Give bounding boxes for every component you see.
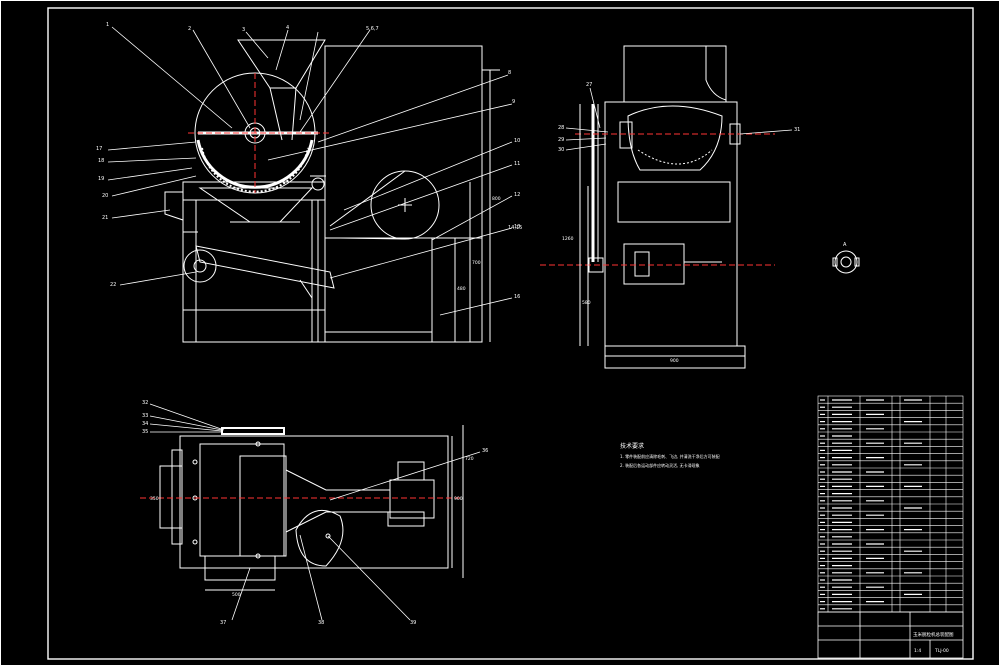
balloon-label: 18: [98, 158, 104, 164]
balloon-label: 14,15: [508, 225, 522, 231]
fan-pulley: [183, 249, 217, 283]
side-hopper: [623, 45, 727, 103]
balloon-label: 8: [508, 70, 511, 76]
side-view: [540, 45, 775, 369]
balloon-label: 27: [586, 82, 592, 88]
inner-frame: [47, 7, 974, 660]
dimension-label: 1260: [562, 236, 574, 242]
title-drawing-number: TLJ-00: [934, 648, 949, 654]
balloon-label: 28: [558, 125, 564, 131]
title-block: [817, 611, 964, 659]
notes-title: 技术要求: [620, 442, 644, 450]
dimension-label: 700: [472, 260, 481, 266]
dimension-label: 800: [492, 196, 501, 202]
balloon-label: 35: [142, 429, 148, 435]
front-housing: [324, 45, 483, 343]
balloon-label: 1: [106, 22, 109, 28]
title-drawing-name: 玉米脱粒机总装配图: [913, 631, 954, 638]
balloon-label: 21: [102, 215, 108, 221]
dimension-label: 480: [457, 286, 466, 292]
balloon-label: 37: [220, 620, 226, 626]
dimension-label: 580: [582, 300, 591, 306]
balloon-label: 36: [482, 448, 488, 454]
front-leaders: [107, 26, 513, 316]
dimension-label: 500: [232, 592, 241, 598]
balloon-label: 30: [558, 147, 564, 153]
plan-leaders: [149, 403, 481, 621]
dimension-label: 350: [150, 496, 159, 502]
balloon-label: 12: [514, 192, 520, 198]
balloon-label: 9: [512, 99, 515, 105]
balloon-label: 33: [142, 413, 148, 419]
title-scale: 1:4: [914, 648, 921, 654]
detail-label: A: [843, 242, 847, 248]
balloon-label: 5,6,7: [366, 26, 379, 32]
balloon-label: 17: [96, 146, 102, 152]
plan-balloon-labels: 32 33 34 35 36 37 38 39 720 900 350 500: [142, 400, 488, 626]
dimension-label: 900: [670, 358, 679, 364]
note-line: 2. 装配后各运动部件应转动灵活, 无卡滞现象: [620, 462, 700, 468]
balloon-label: 11: [514, 161, 520, 167]
balloon-label: 34: [142, 421, 148, 427]
balloon-label: 22: [110, 282, 116, 288]
front-view: [164, 39, 500, 343]
front-balloon-labels: 1 2 3 4 5,6,7 8 9 10 11 12 13 14,15 16 1…: [96, 22, 522, 300]
dimension-label: 900: [454, 496, 463, 502]
balloon-label: 32: [142, 400, 148, 406]
note-line: 1. 零件装配前应清除毛刺、飞边, 并清洗干净后方可装配: [620, 453, 720, 459]
balloon-label: 31: [794, 127, 800, 133]
balloon-label: 10: [514, 138, 520, 144]
balloon-label: 13: [514, 224, 520, 230]
plan-outline: [179, 435, 449, 569]
parts-list: [817, 395, 964, 613]
technical-notes: 技术要求 1. 零件装配前应清除毛刺、飞边, 并清洗干净后方可装配 2. 装配后…: [620, 442, 720, 468]
balloon-label: 20: [102, 193, 108, 199]
balloon-label: 19: [98, 176, 104, 182]
plan-view: [140, 425, 464, 591]
plan-screen: [221, 427, 285, 435]
balloon-label: 3: [242, 27, 245, 33]
balloon-label: 29: [558, 137, 564, 143]
side-leaders: [565, 87, 793, 151]
dimension-label: 720: [465, 456, 474, 462]
side-housing: [604, 101, 738, 347]
detail-a: [832, 250, 860, 274]
balloon-label: 4: [286, 25, 289, 31]
balloon-label: 38: [318, 620, 324, 626]
balloon-label: 2: [188, 26, 191, 32]
feed-hopper: [237, 39, 326, 89]
side-balloon-labels: 27 28 29 30 31 1260 580 900: [558, 82, 800, 364]
balloon-label: 39: [410, 620, 416, 626]
balloon-label: 16: [514, 294, 520, 300]
